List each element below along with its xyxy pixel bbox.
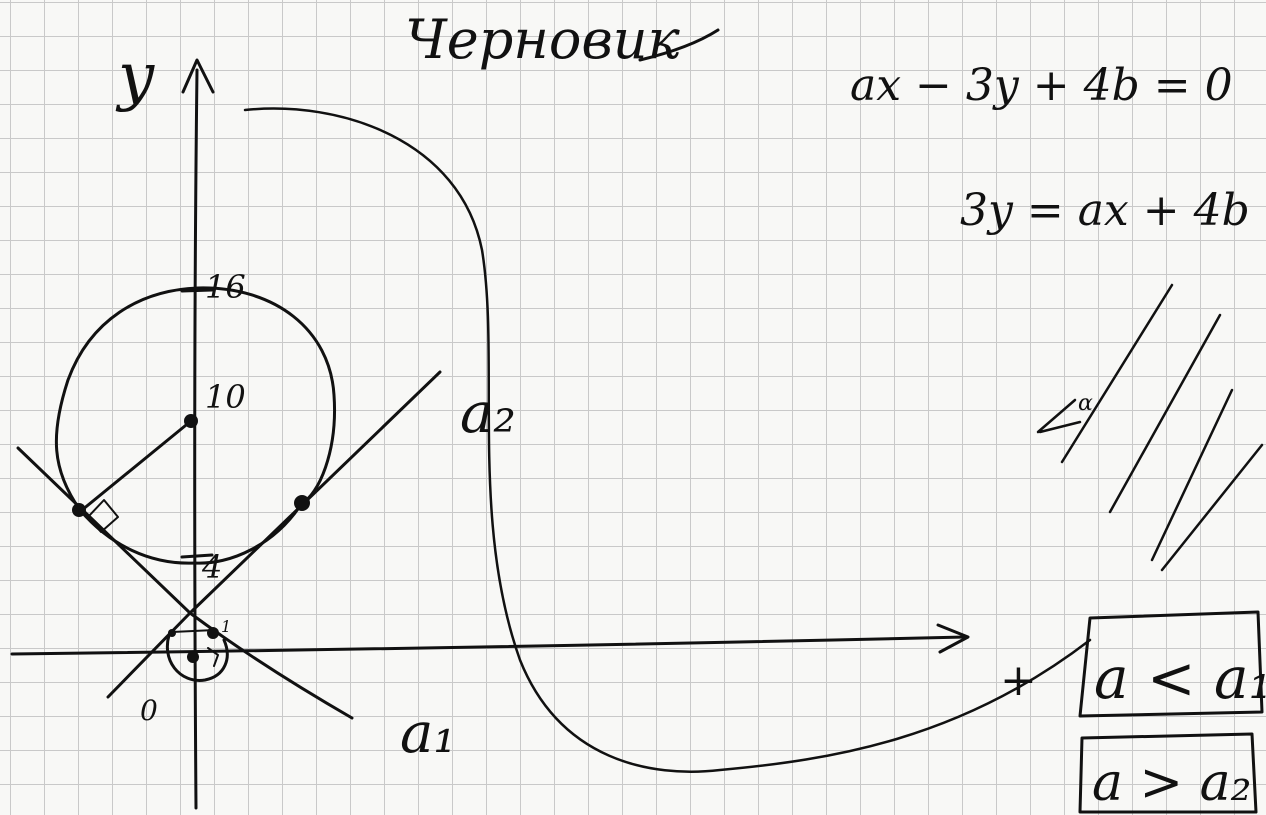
equation-1: ax − 3y + 4b = 0 (850, 60, 1233, 111)
circle (54, 286, 337, 565)
title-flourish (638, 28, 720, 62)
origin-label: 0 (140, 694, 158, 727)
tangent-line-a1 (16, 446, 354, 720)
connecting-curve (243, 107, 1092, 773)
parallel-line-4 (1160, 443, 1264, 572)
answer-box-1-text: a < a₁ (1094, 644, 1266, 712)
answer-box-1 (1078, 610, 1264, 718)
small-point (168, 629, 176, 637)
tangent-line-a2 (106, 370, 442, 699)
tick-label-4: 4 (201, 548, 222, 586)
answer-box-2-text: a > a₂ (1092, 753, 1251, 813)
parallel-line-1 (1060, 283, 1174, 464)
draft-title: Черновик (405, 8, 681, 71)
radius-segment (80, 419, 193, 512)
tick-4 (180, 553, 214, 559)
equation-2: 3y = ax + 4b (960, 185, 1250, 236)
parallel-line-2 (1108, 313, 1222, 514)
x-axis (10, 635, 967, 656)
tick-16 (180, 288, 214, 293)
plus-sign: + (1000, 655, 1037, 706)
tick-label-16: 16 (205, 268, 246, 306)
tick-label-10: 10 (205, 378, 246, 416)
answer-box-2 (1078, 732, 1258, 814)
label-a1: a₁ (400, 701, 456, 766)
parallel-line-3 (1150, 388, 1234, 562)
y-axis (193, 68, 199, 810)
y-axis-arrow (181, 58, 215, 94)
point-near-1 (207, 627, 219, 639)
tangent-point-left (72, 503, 86, 517)
y-axis-label: y (115, 40, 155, 114)
right-angle-mark (87, 499, 119, 533)
small-circle (165, 630, 229, 682)
tick-label-1: 1 (221, 617, 231, 636)
tangent-point-right (294, 495, 310, 511)
angle-mark (1036, 398, 1082, 434)
angle-note: α (1078, 391, 1093, 416)
circle-center-point (184, 414, 198, 428)
x-axis-arrow (936, 623, 970, 654)
origin-point (187, 651, 199, 663)
